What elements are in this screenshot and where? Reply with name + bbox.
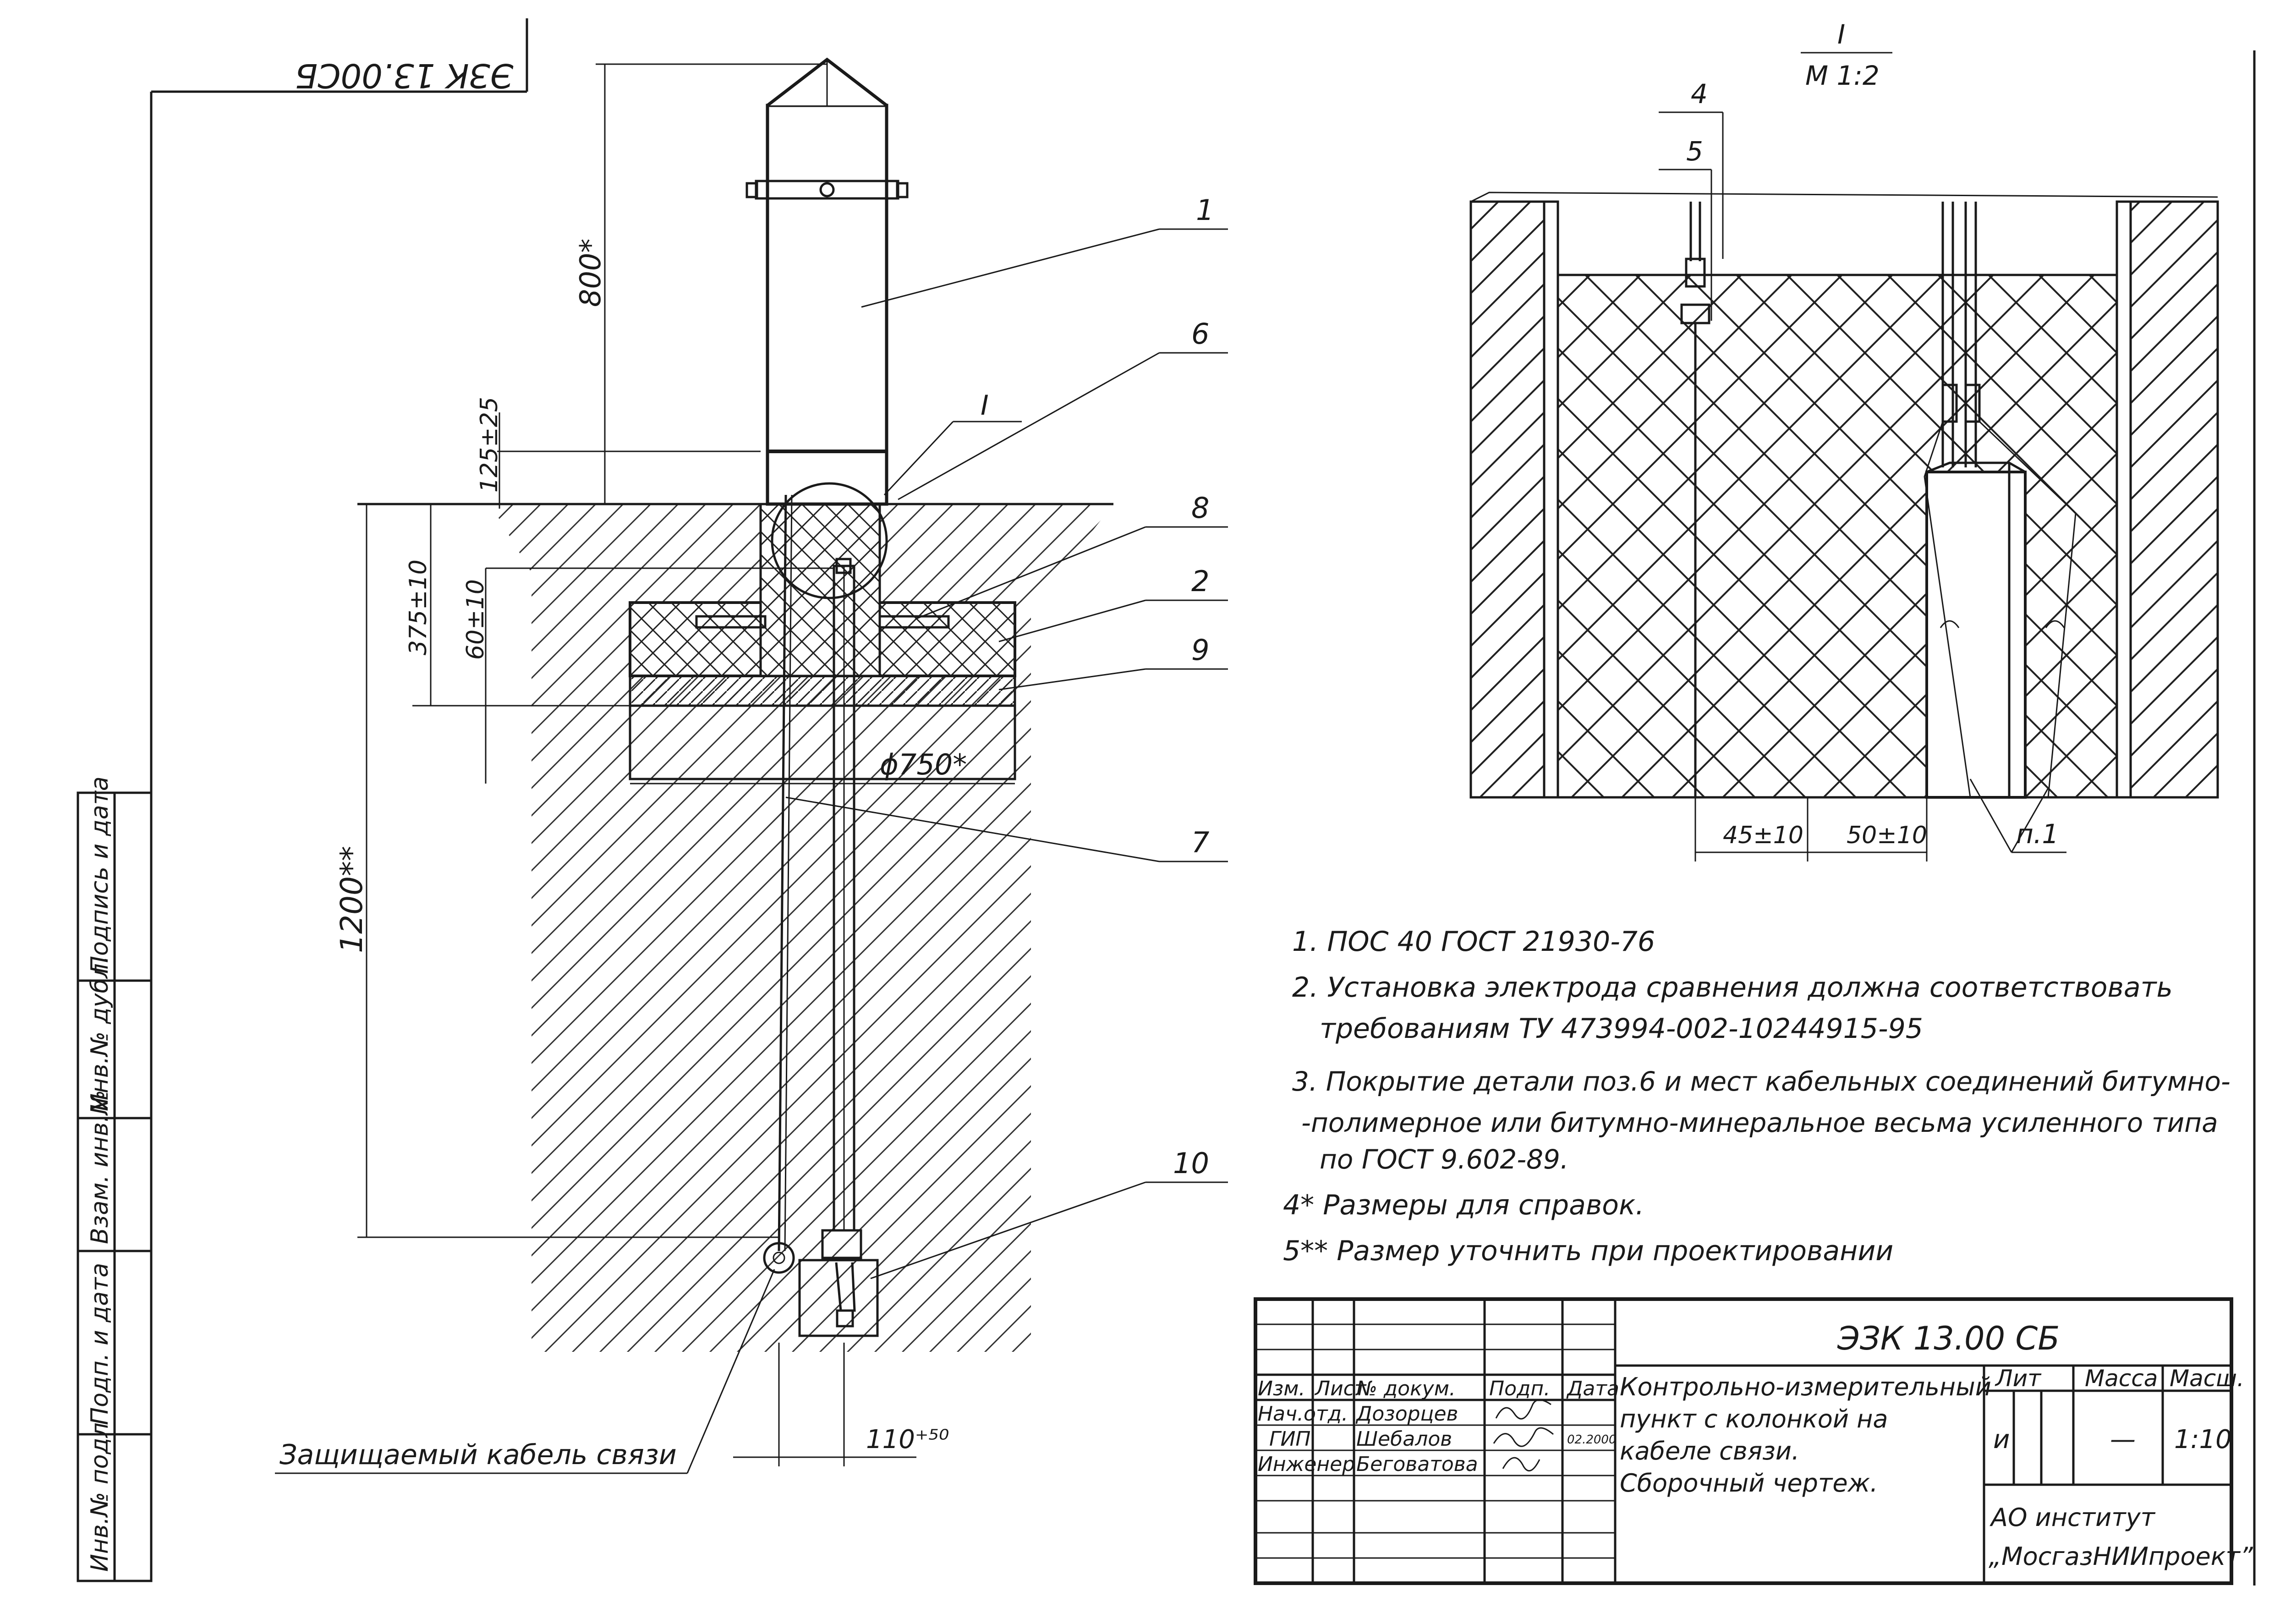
callout-6: 6 bbox=[1191, 317, 1209, 351]
desc-line-3: кабеле связи. bbox=[1620, 1437, 1799, 1465]
title-code: ЭЗК 13.00 СБ bbox=[1837, 1320, 2060, 1357]
callout-1: 1 bbox=[1196, 193, 1214, 227]
detail-wall-left bbox=[1469, 200, 1546, 799]
detail-view: I М 1:2 4 5 bbox=[1469, 19, 2219, 861]
margin-label-inv-dubl: Инв.№ дубл. bbox=[86, 956, 114, 1111]
dim-125: 125±25 bbox=[476, 397, 503, 493]
hdr-dokum: № докум. bbox=[1355, 1377, 1456, 1400]
org-line-2: „МосгазНИИпроект” bbox=[1989, 1542, 2253, 1571]
callout-10: 10 bbox=[1173, 1147, 1209, 1180]
band-layer bbox=[629, 675, 1016, 707]
row-role-1: Нач.отд. bbox=[1258, 1402, 1348, 1426]
dim-1200: 1200** bbox=[334, 846, 369, 953]
scale-header: Масш. bbox=[2170, 1365, 2244, 1392]
dim-45: 45±10 bbox=[1723, 822, 1803, 849]
detail-fill bbox=[1557, 274, 2118, 799]
column-body bbox=[766, 104, 888, 506]
signatures bbox=[1493, 1399, 1554, 1472]
mass-header: Масса bbox=[2085, 1365, 2158, 1392]
dim-50: 50±10 bbox=[1847, 822, 1927, 849]
dim-750: ϕ750* bbox=[880, 748, 967, 781]
row-name-2: Шебалов bbox=[1356, 1427, 1452, 1451]
detail-wall-right bbox=[2129, 200, 2219, 799]
callout-4: 4 bbox=[1691, 78, 1708, 110]
callout-2: 2 bbox=[1191, 565, 1209, 598]
cable-label: Защищаемый кабель связи bbox=[280, 1439, 677, 1471]
callout-7: 7 bbox=[1191, 826, 1209, 859]
note-2: 2. Установка электрода сравнения должна … bbox=[1292, 971, 2173, 1004]
note-5: 5** Размер уточнить при проектировании bbox=[1283, 1235, 1893, 1267]
note-3c: по ГОСТ 9.602-89. bbox=[1320, 1144, 1568, 1175]
margin-label-podp-data: Подп. и дата bbox=[86, 1263, 114, 1425]
mass-value: — bbox=[2110, 1425, 2136, 1454]
row-role-3: Инженер bbox=[1258, 1453, 1355, 1476]
margin-label-inv-podl: Инв.№ подл bbox=[86, 1422, 114, 1572]
row-name-1: Дозорцев bbox=[1355, 1402, 1458, 1426]
row-date: 02.2000 bbox=[1567, 1433, 1617, 1447]
dim-110: 110⁺⁵⁰ bbox=[866, 1425, 949, 1454]
rotated-stamp: ЭЗК 13.00СБ bbox=[295, 56, 514, 95]
note-2b: требованиям ТУ 473994-002-10244915-95 bbox=[1320, 1013, 1923, 1045]
callout-p1: п.1 bbox=[2016, 818, 2059, 850]
svg-text:ЭЗК 13.00СБ: ЭЗК 13.00СБ bbox=[295, 56, 514, 95]
hdr-data: Дата bbox=[1566, 1377, 1619, 1400]
callout-9: 9 bbox=[1191, 633, 1209, 667]
lit-header: Лит bbox=[1995, 1365, 2042, 1392]
detail-tube bbox=[1925, 471, 2027, 799]
dim-375: 375±10 bbox=[405, 560, 432, 655]
lit-value: и bbox=[1993, 1425, 2010, 1454]
callout-5: 5 bbox=[1686, 136, 1703, 167]
callout-8: 8 bbox=[1191, 491, 1209, 525]
hdr-list: Лист bbox=[1314, 1377, 1367, 1400]
row-role-2: ГИП bbox=[1269, 1427, 1311, 1451]
dim-60: 60±10 bbox=[462, 579, 489, 660]
hdr-podp: Подп. bbox=[1489, 1377, 1550, 1400]
desc-line-1: Контрольно-измерительный bbox=[1620, 1372, 1991, 1401]
desc-line-4: Сборочный чертеж. bbox=[1620, 1469, 1878, 1498]
detail-scale: М 1:2 bbox=[1805, 60, 1880, 91]
org-line-1: АО институт bbox=[1990, 1503, 2156, 1532]
note-3: 3. Покрытие детали поз.6 и мест кабельны… bbox=[1292, 1066, 2231, 1097]
soil-hatch bbox=[490, 504, 1113, 1352]
title-block: ЭЗК 13.00 СБ Лит Масса Масш. и — 1:10 АО… bbox=[1254, 1297, 2253, 1585]
dim-800: 800* bbox=[574, 239, 607, 307]
main-view: 800* 125±25 375±10 60±10 1200** ϕ750* 11… bbox=[275, 57, 1228, 1474]
scale-value: 1:10 bbox=[2174, 1425, 2232, 1454]
desc-line-2: пункт с колонкой на bbox=[1620, 1405, 1888, 1433]
notes: 1. ПОС 40 ГОСТ 21930-76 2. Установка эле… bbox=[1283, 926, 2231, 1267]
hdr-izm: Изм. bbox=[1258, 1377, 1305, 1400]
margin-label-podpis-data: Подпись и дата bbox=[86, 776, 114, 974]
left-margin-table: Инв.№ подл Подп. и дата Взам. инв.№ Инв.… bbox=[77, 776, 153, 1582]
note-1: 1. ПОС 40 ГОСТ 21930-76 bbox=[1292, 926, 1655, 958]
note-4: 4* Размеры для справок. bbox=[1283, 1189, 1644, 1221]
margin-label-vzam-inv: Взам. инв.№ bbox=[86, 1090, 114, 1244]
note-3b: -полимерное или битумно-минеральное весь… bbox=[1301, 1107, 2218, 1138]
detail-marker: I bbox=[981, 390, 989, 422]
row-name-3: Беговатова bbox=[1356, 1453, 1478, 1476]
detail-id: I bbox=[1837, 19, 1845, 50]
